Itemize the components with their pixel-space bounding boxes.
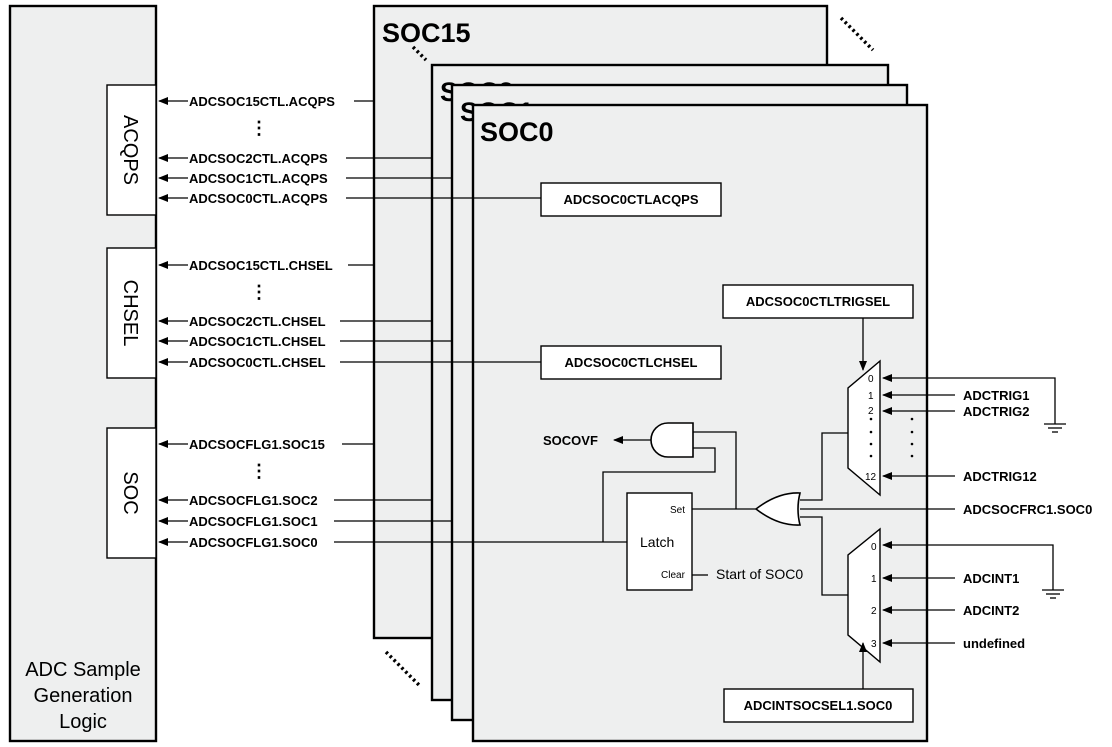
acqps-group-label: ACQPS <box>119 115 141 185</box>
int-input-label: ADCINT1 <box>963 571 1019 586</box>
and-gate <box>602 422 737 542</box>
signal-label: ADCSOC2CTL.CHSEL <box>189 314 326 329</box>
signal-label: ADCSOC0CTL.CHSEL <box>189 355 326 370</box>
trig-mux-input-index: 1 <box>868 391 874 402</box>
trig-input-label: ADCTRIG1 <box>963 388 1029 403</box>
chsel-group-box: CHSEL <box>106 247 157 379</box>
soc0-title: SOC0 <box>480 117 554 147</box>
int-mux-input-index: 0 <box>871 542 877 553</box>
signal-label: ADCSOCFLG1.SOC15 <box>189 437 325 452</box>
int-mux-input-index: 2 <box>871 606 877 617</box>
latch-label: Latch <box>640 534 674 550</box>
chsel-register-box: ADCSOC0CTLCHSEL <box>540 345 722 380</box>
force-input-label: ADCSOCFRC1.SOC0 <box>963 502 1092 517</box>
int-mux-input-index: 3 <box>871 639 877 650</box>
acqps-register-label: ADCSOC0CTLACQPS <box>563 192 698 207</box>
trig-mux-input-index: 0 <box>868 374 874 385</box>
int-input-label: ADCINT2 <box>963 603 1019 618</box>
intsocsel-register-box: ADCINTSOCSEL1.SOC0 <box>723 688 914 723</box>
signal-label: ADCSOC1CTL.CHSEL <box>189 334 326 349</box>
soc-group-box: SOC <box>106 427 157 559</box>
left-block-title-line-1: ADC Sample <box>25 659 141 681</box>
trig-mux-input-index: 12 <box>865 472 877 483</box>
latch-clear-label: Clear <box>661 570 686 581</box>
signal-label: ADCSOC1CTL.ACQPS <box>189 171 328 186</box>
left-block-title-line-2: Generation <box>34 685 133 707</box>
chsel-signal-labels: ADCSOC15CTL.CHSEL ⋮ ADCSOC2CTL.CHSEL ADC… <box>188 257 348 370</box>
ground-icon <box>1042 589 1064 599</box>
interrupt-mux: 0 1 2 3 <box>847 527 881 689</box>
latch-set-label: Set <box>670 505 685 516</box>
acqps-register-box: ADCSOC0CTLACQPS <box>540 182 722 217</box>
soc-signal-labels: ADCSOCFLG1.SOC15 ⋮ ADCSOCFLG1.SOC2 ADCSO… <box>188 436 342 550</box>
signal-label: ADCSOCFLG1.SOC2 <box>189 493 318 508</box>
interrupt-mux-inputs: ADCINT1 ADCINT2 undefined <box>882 541 1064 651</box>
stack-ellipsis-top-right <box>839 16 875 52</box>
signal-label: ADCSOC2CTL.ACQPS <box>189 151 328 166</box>
trigsel-register-label: ADCSOC0CTLTRIGSEL <box>746 294 890 309</box>
acqps-group-box: ACQPS <box>106 84 157 216</box>
socovf-label: SOCOVF <box>543 433 598 448</box>
soc-group-label: SOC <box>119 471 141 514</box>
trigger-mux: 0 1 2 12 <box>847 318 881 497</box>
ellipsis: ⋮ <box>250 118 268 138</box>
chsel-group-label: CHSEL <box>119 280 141 347</box>
intsocsel-register-label: ADCINTSOCSEL1.SOC0 <box>744 698 893 713</box>
trig-input-label: ADCTRIG12 <box>963 469 1037 484</box>
latch-clear-source-label: Start of SOC0 <box>716 566 803 582</box>
left-block-title-line-3: Logic <box>59 711 107 733</box>
trigger-mux-inputs: ADCTRIG1 ADCTRIG2 ADCTRIG12 <box>882 374 1066 484</box>
signal-label: ADCSOC0CTL.ACQPS <box>189 191 328 206</box>
signal-label: ADCSOC15CTL.ACQPS <box>189 94 335 109</box>
acqps-signal-labels: ADCSOC15CTL.ACQPS ⋮ ADCSOC2CTL.ACQPS ADC… <box>188 93 354 206</box>
or-gate <box>736 432 955 596</box>
ellipsis: ⋮ <box>250 282 268 302</box>
ellipsis: ⋮ <box>250 461 268 481</box>
int-input-label: undefined <box>963 636 1025 651</box>
soc15-title: SOC15 <box>382 18 471 48</box>
ground-icon <box>1044 419 1066 433</box>
trig-mux-input-index: 2 <box>868 406 874 417</box>
stack-ellipsis-bottom-left <box>384 650 421 687</box>
trig-input-label: ADCTRIG2 <box>963 404 1029 419</box>
chsel-register-label: ADCSOC0CTLCHSEL <box>565 355 698 370</box>
signal-label: ADCSOCFLG1.SOC1 <box>189 514 318 529</box>
signal-label: ADCSOCFLG1.SOC0 <box>189 535 318 550</box>
latch-block: Latch Set Clear Start of SOC0 <box>626 492 803 591</box>
int-mux-input-index: 1 <box>871 574 877 585</box>
signal-label: ADCSOC15CTL.CHSEL <box>189 258 333 273</box>
trigsel-register-box: ADCSOC0CTLTRIGSEL <box>722 284 914 319</box>
